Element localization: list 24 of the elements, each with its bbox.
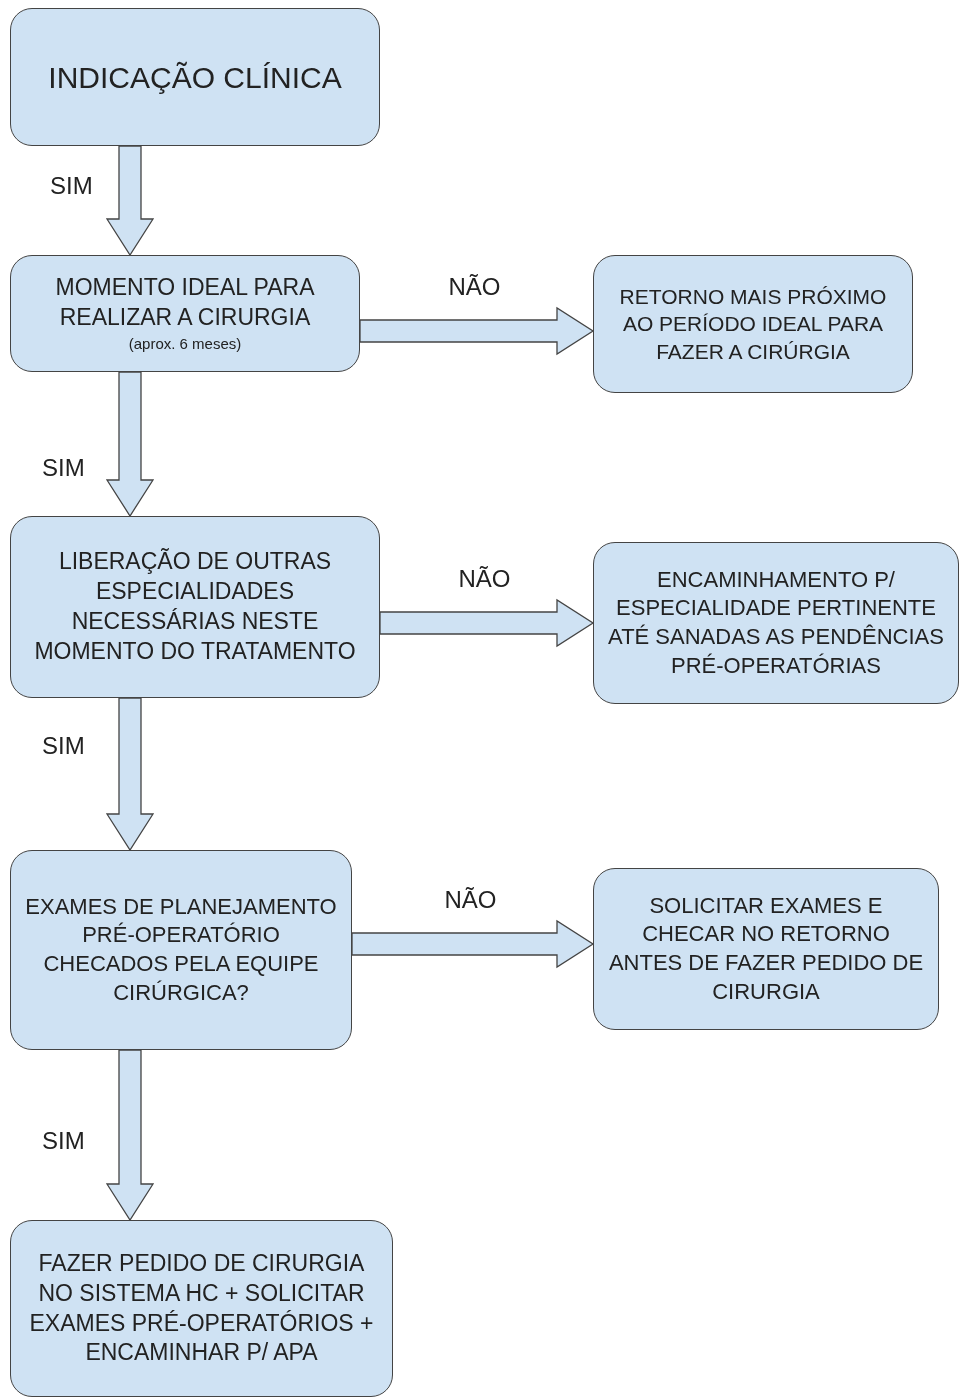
block-arrow (105, 697, 155, 852)
box-text: RETORNO MAIS PRÓXIMO AO PERÍODO IDEAL PARA FAZER A CIRÚRGIA (618, 284, 888, 365)
box-text: ENCAMINHAMENTO P/ ESPECIALIDADE PERTINENTE ATÉ SANADAS AS PENDÊNCIAS PRÉ-OPERATÓRIAS (607, 565, 945, 680)
process-box (10, 516, 380, 698)
process-box (593, 255, 913, 393)
block-arrow (359, 306, 595, 356)
process-box (593, 542, 959, 704)
process-box (10, 1220, 393, 1397)
block-arrow (351, 919, 595, 969)
box-text: FAZER PEDIDO DE CIRURGIA NO SISTEMA HC + SOLICITAR EXAMES PRÉ-OPERATÓRIOS + ENCAMINHAR P/ APA (28, 1248, 375, 1368)
process-box (10, 8, 380, 146)
box-text: LIBERAÇÃO DE OUTRAS ESPECIALIDADES NECESSÁRIAS NESTE MOMENTO DO TRATAMENTO (33, 547, 357, 666)
block-arrow (105, 371, 155, 518)
process-box (593, 868, 939, 1030)
process-box (10, 255, 360, 372)
box-text: INDICAÇÃO CLÍNICA (48, 59, 342, 96)
box-note: (aprox. 6 meses) (128, 333, 242, 354)
process-box (10, 850, 352, 1050)
box-text: SOLICITAR EXAMES E CHECAR NO RETORNO ANTES DE FAZER PEDIDO DE CIRURGIA (607, 891, 925, 1006)
block-arrow (379, 598, 595, 648)
block-arrow (105, 145, 155, 257)
box-text: EXAMES DE PLANEJAMENTO PRÉ-OPERATÓRIO CHECADOS PELA EQUIPE CIRÚRGICA? (24, 892, 338, 1007)
block-arrow (105, 1049, 155, 1222)
box-text: MOMENTO IDEAL PARA REALIZAR A CIRURGIA (54, 273, 316, 332)
